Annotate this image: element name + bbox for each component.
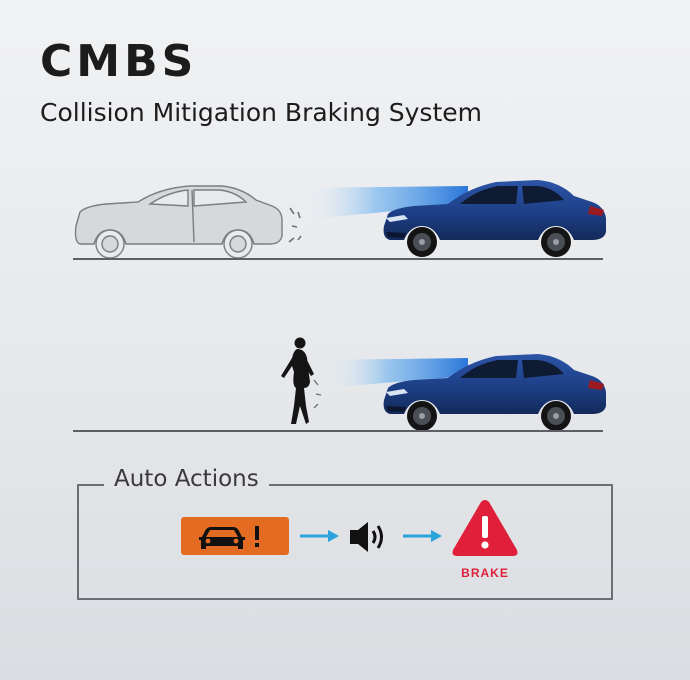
page-subtitle: Collision Mitigation Braking System: [40, 98, 482, 127]
impact-marks-icon: [288, 207, 302, 243]
sensor-beam-icon: [300, 186, 468, 220]
auto-actions-label: Auto Actions: [104, 466, 269, 492]
car-warning-icon: [181, 517, 289, 555]
arrow-right-icon: [403, 530, 442, 542]
brake-label: BRAKE: [461, 566, 509, 580]
scenario-vehicle: [0, 150, 690, 270]
pedestrian-silhouette-icon: [281, 337, 314, 424]
auto-actions-panel: [77, 484, 613, 600]
ground-line: [73, 430, 603, 432]
impact-marks-icon: [313, 379, 322, 409]
sensor-beam-icon: [322, 358, 468, 388]
lead-car-outline-icon: [74, 185, 283, 259]
scenario-pedestrian: [0, 322, 690, 442]
ground-line: [73, 258, 603, 260]
brake-warning-icon: [452, 500, 518, 556]
arrow-right-icon: [300, 530, 339, 542]
speaker-icon: [350, 522, 383, 552]
page-title: CMBS: [40, 36, 198, 87]
